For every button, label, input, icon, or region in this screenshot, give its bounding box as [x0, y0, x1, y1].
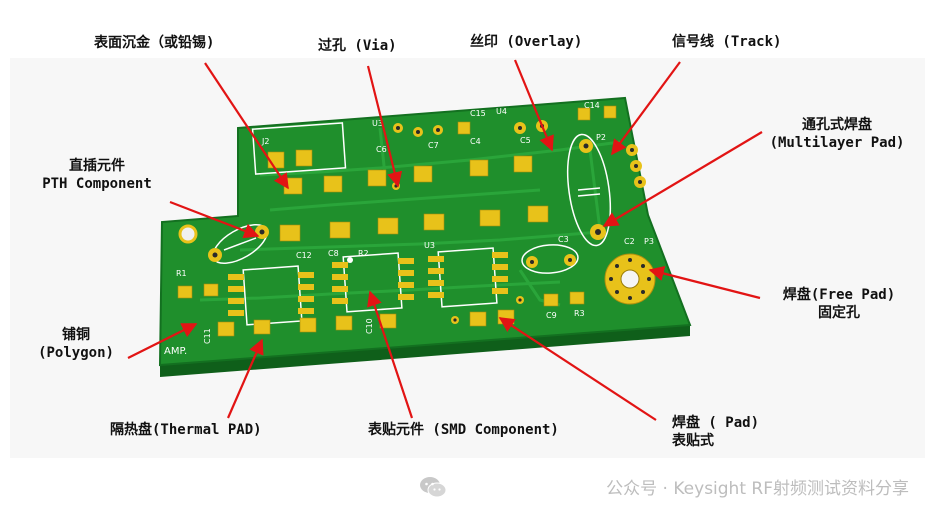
label-via: 过孔 (Via) [318, 38, 397, 54]
arrow-pth [169, 200, 260, 239]
label-multilayer-pad-cn: 通孔式焊盘 [802, 117, 872, 133]
label-thermal-pad: 隔热盘(Thermal PAD) [110, 422, 262, 438]
ic-pins [228, 252, 508, 316]
silk-c6: C6 [376, 145, 387, 154]
arrow-track [611, 61, 681, 156]
arrow-smd-pad [498, 317, 657, 421]
mounting-hole [178, 224, 198, 244]
arrow-surface-finish [204, 62, 289, 190]
arrow-via [366, 65, 403, 188]
label-smd-component: 表贴元件 (SMD Component) [368, 422, 559, 438]
wechat-icon [420, 477, 447, 498]
label-track: 信号线 (Track) [672, 34, 782, 50]
label-polygon-en: (Polygon) [38, 345, 114, 361]
silk-r2: R2 [358, 249, 369, 258]
silk-u3: U3 [424, 241, 435, 250]
silk-c14: C14 [584, 101, 600, 110]
label-multilayer-pad-en: (Multilayer Pad) [769, 135, 905, 151]
silk-u3-top: U3 [372, 119, 383, 128]
label-free-pad-line1: 焊盘(Free Pad) [782, 287, 896, 303]
label-pth-component: 直插元件 PTH Component [22, 157, 172, 193]
silk-amp: AMP. [164, 346, 187, 357]
label-surface-finish: 表面沉金（或铅锡) [94, 35, 215, 51]
label-pth-en: PTH Component [42, 176, 152, 192]
arrow-polygon [127, 323, 198, 359]
silk-p3: P3 [644, 237, 654, 246]
label-smd-pad: 焊盘 ( Pad) 表贴式 [672, 414, 759, 450]
arrow-smd-component [367, 290, 414, 419]
pcb-board [158, 96, 692, 367]
arrow-free-pad [648, 265, 761, 300]
silk-c4: C4 [470, 137, 481, 146]
silk-c9: C9 [546, 311, 557, 320]
silk-c12: C12 [296, 251, 312, 260]
vias [347, 123, 524, 324]
callout-arrows [127, 59, 763, 421]
label-smd-pad-line1: 焊盘 ( Pad) [672, 415, 760, 431]
silk-r1: R1 [176, 269, 187, 278]
label-pth-cn: 直插元件 [69, 158, 125, 174]
silk-c15: C15 [470, 109, 486, 118]
silk-c3: C3 [558, 235, 569, 244]
arrow-overlay [513, 59, 554, 152]
silkscreen-labels: J2 U3 C6 C7 C4 C15 U4 C5 C14 P2 C12 C8 R… [164, 101, 654, 357]
silk-c11: C11 [203, 328, 212, 344]
label-free-pad: 焊盘(Free Pad) 固定孔 [764, 286, 914, 322]
arrow-thermal-pad [226, 338, 264, 419]
silk-c10: C10 [365, 318, 374, 334]
silk-j2: J2 [261, 137, 269, 146]
silk-c8: C8 [328, 249, 339, 258]
label-multilayer-pad: 通孔式焊盘 (Multilayer Pad) [762, 116, 912, 152]
silk-c2: C2 [624, 237, 635, 246]
label-free-pad-line2: 固定孔 [818, 305, 860, 321]
free-pad [604, 253, 656, 305]
silk-p2: P2 [596, 133, 606, 142]
watermark-text: 公众号 · Keysight RF射频测试资料分享 [606, 479, 909, 499]
arrow-multilayer-pad [602, 131, 763, 227]
silk-u4: U4 [496, 107, 507, 116]
traces [199, 127, 621, 307]
silk-c7: C7 [428, 141, 439, 150]
label-smd-pad-line2: 表贴式 [672, 433, 714, 449]
label-overlay: 丝印 (Overlay) [470, 34, 583, 50]
label-polygon: 铺铜 (Polygon) [26, 326, 126, 362]
silk-c5: C5 [520, 136, 531, 145]
board-edge [160, 325, 690, 377]
silk-r3: R3 [574, 309, 585, 318]
label-polygon-cn: 铺铜 [62, 327, 90, 343]
